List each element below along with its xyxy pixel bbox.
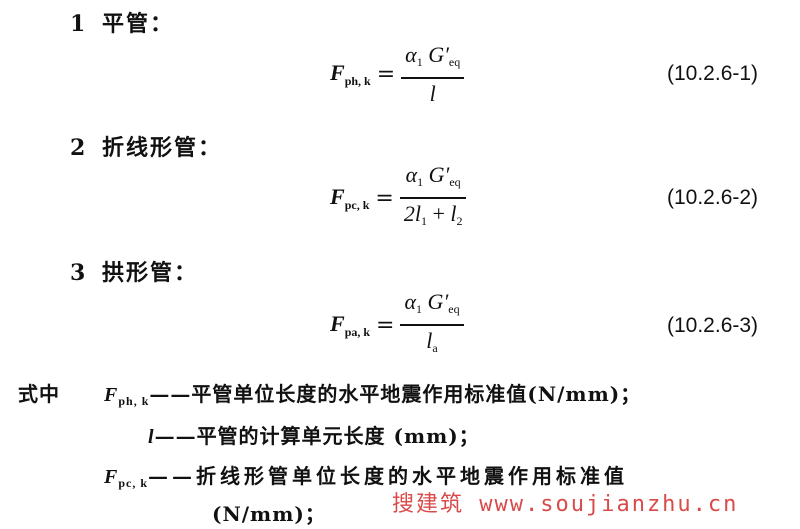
- fraction-bar: [400, 324, 464, 326]
- fraction-bar: [399, 197, 467, 199]
- item-label: 拱形管：: [102, 260, 199, 286]
- fraction-bar: [401, 76, 465, 79]
- formula-1: Fph, k = α1 G′eq l: [330, 42, 465, 106]
- item-label: 平管：: [102, 11, 175, 37]
- formula-lhs: Fph, k: [330, 59, 371, 88]
- numerator: α1 G′eq: [405, 41, 461, 69]
- item-1-heading: 1 平管：: [70, 6, 174, 38]
- item-2-heading: 2 折线形管：: [70, 130, 222, 162]
- item-number: 1: [70, 11, 88, 37]
- definitions-intro: 式中: [18, 382, 60, 406]
- formula-lhs: Fpa, k: [330, 310, 371, 339]
- definition-continuation: (N/mm)；: [212, 502, 326, 526]
- item-label: 折线形管：: [102, 135, 223, 161]
- definition-line: l——平管的计算单元长度 (mm)；: [148, 420, 480, 449]
- denominator: 2l1 + l2: [403, 201, 463, 228]
- equals-sign: =: [376, 61, 396, 87]
- equation-number: (10.2.6-1): [667, 62, 759, 85]
- item-number: 2: [70, 135, 88, 161]
- equation-number: (10.2.6-2): [667, 186, 759, 209]
- numerator: α1 G′eq: [404, 289, 460, 316]
- item-number: 3: [70, 260, 88, 286]
- numerator: α1 G′eq: [405, 162, 461, 189]
- equals-sign: =: [375, 185, 394, 211]
- formula-2: Fpc, k = α1 G′eq 2l1 + l2: [330, 162, 467, 228]
- definition-line: Fpc, k——折线形管单位长度的水平地震作用标准值: [104, 460, 628, 491]
- item-3-heading: 3 拱形管：: [70, 255, 198, 287]
- definition-text: ——平管的计算单元长度 (mm)；: [154, 424, 480, 448]
- watermark: 搜建筑 www.soujianzhu.cn: [392, 492, 739, 517]
- definition-symbol: l: [148, 426, 155, 448]
- fraction: α1 G′eq la: [400, 288, 464, 362]
- denominator: la: [426, 328, 438, 355]
- equals-sign: =: [376, 312, 395, 338]
- definition-symbol: Fpc, k: [104, 466, 149, 490]
- formula-lhs: Fpc, k: [330, 183, 370, 212]
- definition-line: Fph, k——平管单位长度的水平地震作用标准值(N/mm)；: [104, 378, 641, 409]
- fraction: α1 G′eq 2l1 + l2: [399, 161, 467, 235]
- definition-text: ——折线形管单位长度的水平地震作用标准值: [148, 464, 629, 488]
- definition-symbol: Fph, k: [104, 384, 150, 408]
- definition-text: ——平管单位长度的水平地震作用标准值(N/mm)；: [149, 382, 642, 406]
- equation-number: (10.2.6-3): [667, 314, 759, 337]
- fraction: α1 G′eq l: [401, 41, 465, 108]
- denominator: l: [429, 80, 436, 106]
- formula-3: Fpa, k = α1 G′eq la: [330, 289, 464, 355]
